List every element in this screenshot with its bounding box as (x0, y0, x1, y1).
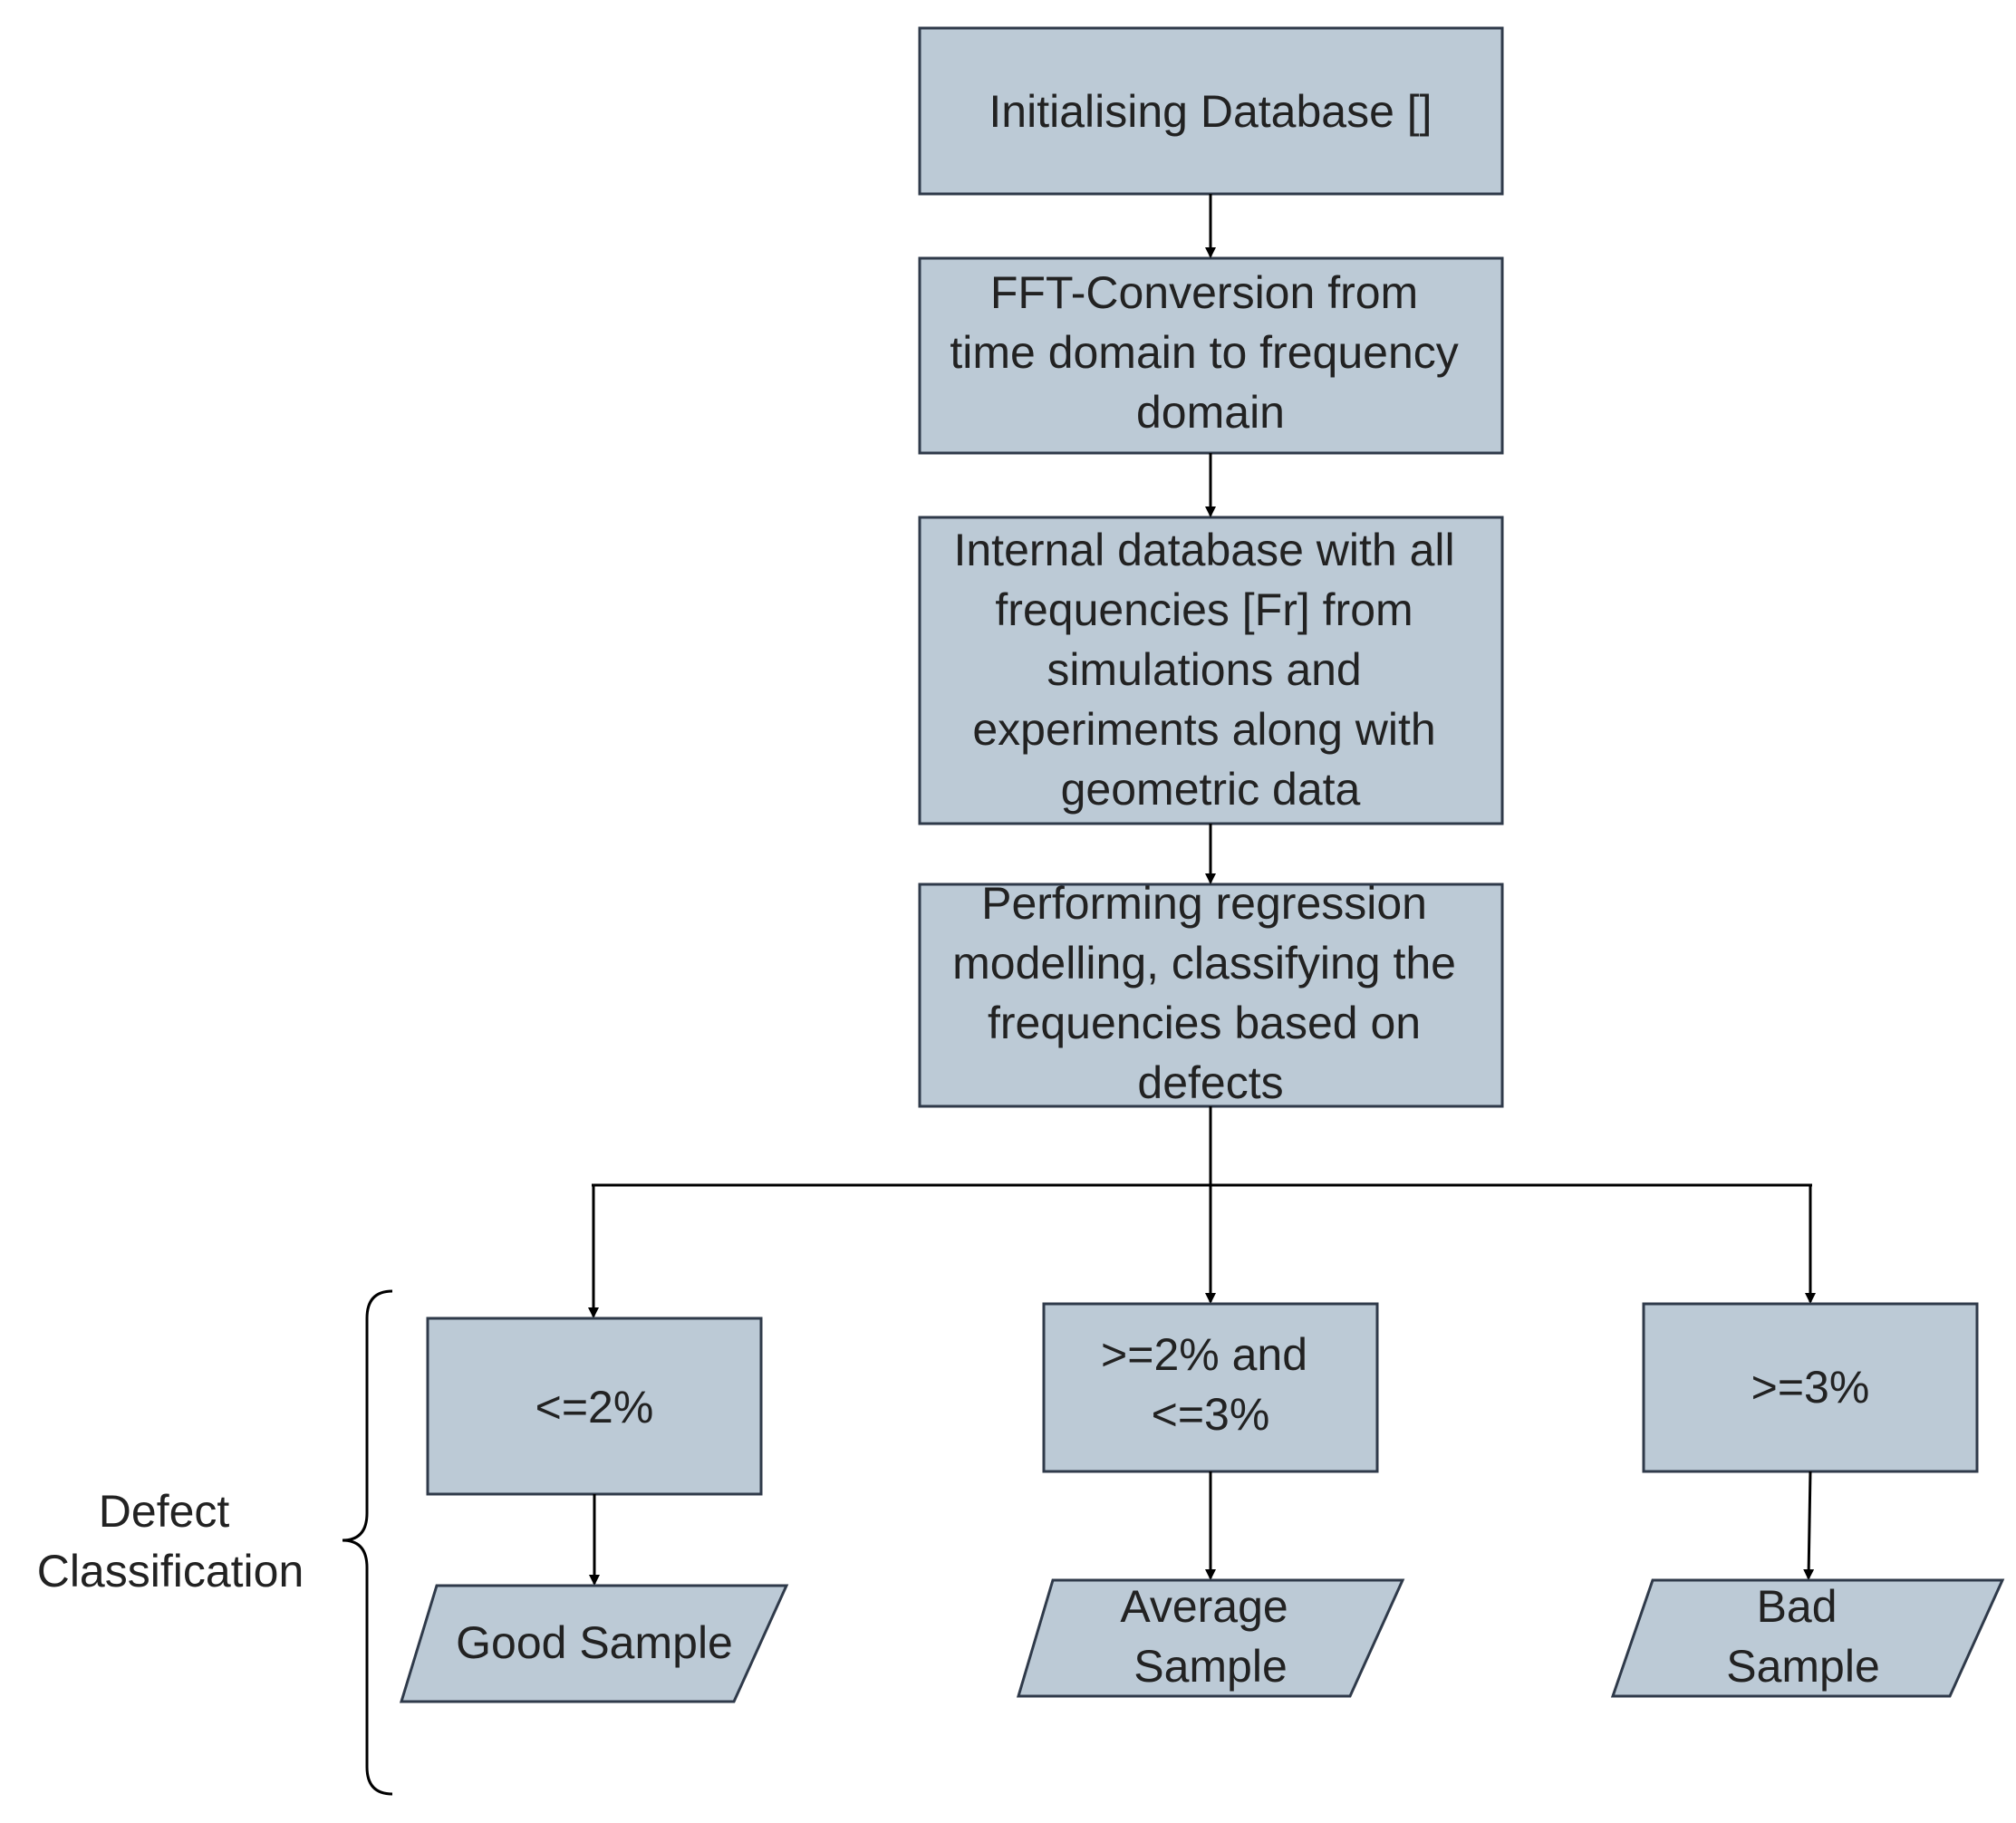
condition-good-text: <=2% (535, 1382, 654, 1432)
classification-brace (342, 1289, 393, 1796)
step-internal-database-text: Internal database with all frequencies [… (953, 525, 1467, 815)
step-initialising-database-text: Initialising Database [] (989, 86, 1432, 137)
condition-bad-box (1642, 1302, 1979, 1473)
defect-classification-label: Defect Classification (37, 1486, 304, 1596)
condition-good-box (426, 1317, 763, 1496)
condition-average-text: >=2% and <=3% (1101, 1329, 1320, 1440)
result-average-text: Average Sample (1120, 1581, 1300, 1692)
result-bad-parallelogram (1610, 1578, 2005, 1698)
step-regression-modelling-text: Performing regression modelling, classif… (952, 878, 1469, 1108)
condition-average-box (1042, 1302, 1379, 1473)
arrow-bad-condition-to-result (1803, 1471, 1815, 1580)
result-average-parallelogram (1016, 1578, 1405, 1698)
step-fft-conversion-text: FFT-Conversion from time domain to frequ… (950, 267, 1471, 438)
step-regression-modelling-box (918, 883, 1504, 1108)
result-good-text: Good Sample (456, 1617, 733, 1668)
step-fft-conversion-box (918, 256, 1504, 455)
result-bad-text: Bad Sample (1726, 1581, 1880, 1692)
condition-bad-text: >=3% (1751, 1362, 1870, 1413)
result-good-parallelogram (399, 1584, 789, 1703)
step-initialising-database-box (918, 26, 1504, 196)
